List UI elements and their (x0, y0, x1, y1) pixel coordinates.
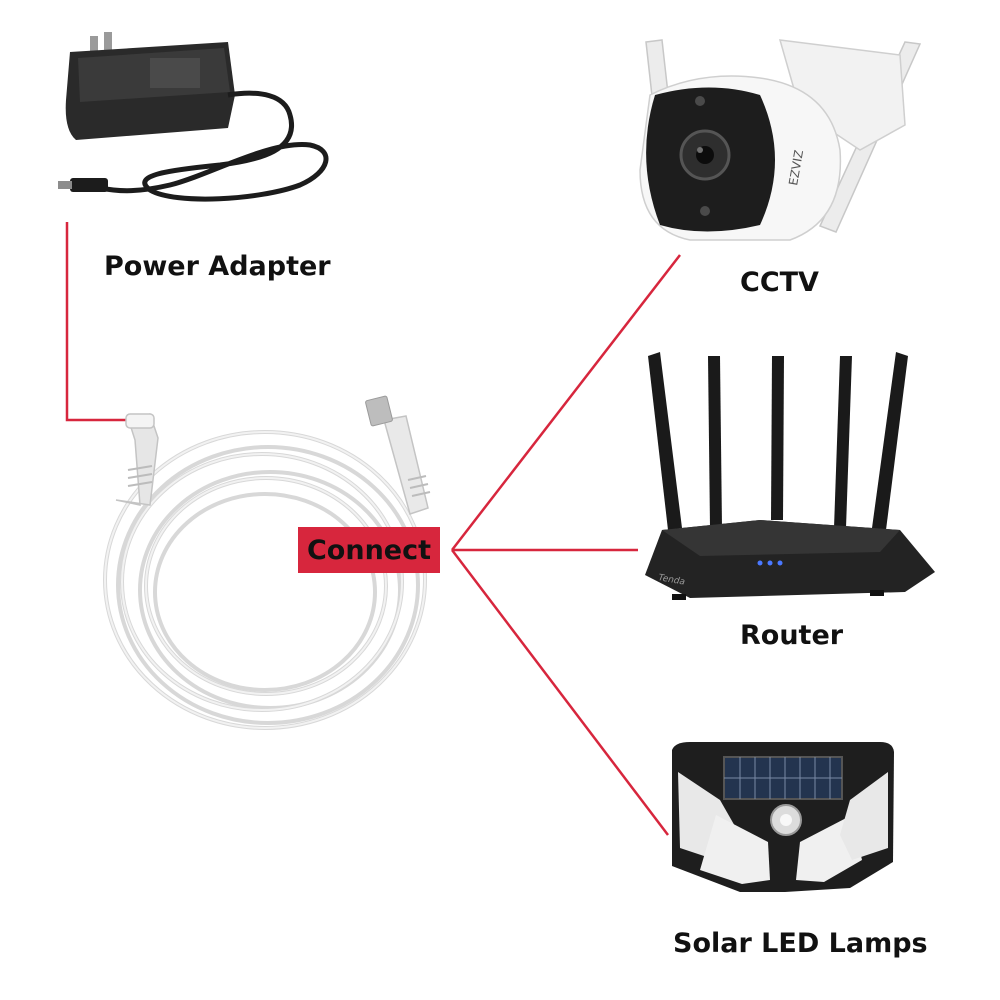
male-connector (365, 395, 431, 515)
router-brand-text: Tenda (657, 573, 685, 588)
female-connector (115, 413, 159, 506)
power-adapter-cord (99, 90, 329, 202)
power-adapter-prongs (90, 32, 112, 62)
router-antennas (648, 352, 908, 530)
connect-label: Connect (306, 534, 432, 566)
router-status-leds (757, 560, 783, 566)
connect-badge: Connect (298, 527, 440, 573)
camera-brand-text: EZVIZ (786, 149, 806, 187)
connect-to-cctv-line (451, 254, 681, 551)
label-router: Router (740, 620, 844, 651)
adapter-to-cable-line (65, 222, 130, 422)
connect-to-lamps-line (451, 549, 669, 836)
label-cctv: CCTV (740, 267, 819, 298)
lamp-led-panels (678, 772, 888, 884)
label-solar-led-lamps: Solar LED Lamps (673, 928, 928, 959)
label-power-adapter: Power Adapter (104, 251, 331, 282)
power-adapter-plug (70, 178, 108, 192)
